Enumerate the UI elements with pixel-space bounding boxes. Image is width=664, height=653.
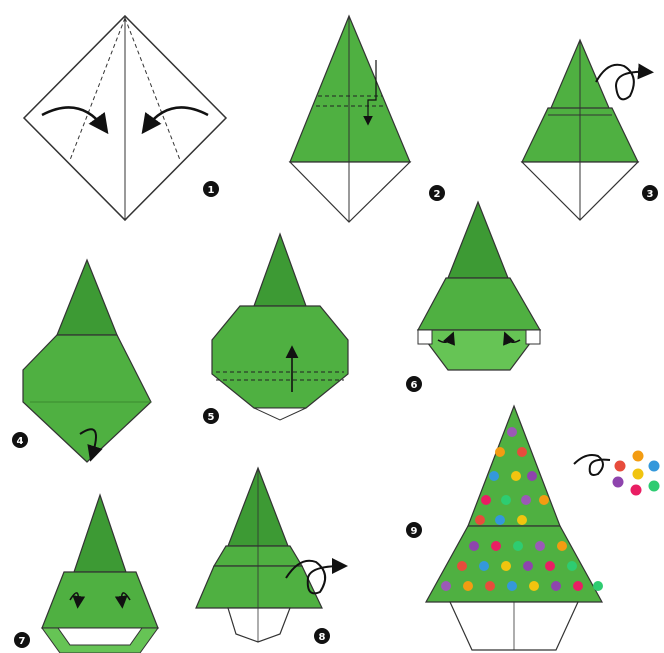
ornament-dot (551, 581, 561, 591)
ornament-dot (441, 581, 451, 591)
step-badge-8: 8 (314, 628, 330, 644)
palette-dot (615, 461, 626, 472)
ornament-dot (457, 561, 467, 571)
ornament-dot (567, 561, 577, 571)
ornament-dot (495, 447, 505, 457)
step-badge-3: 3 (642, 185, 658, 201)
step-6-paper (418, 202, 540, 370)
ornament-dot (539, 495, 549, 505)
ornament-dot (485, 581, 495, 591)
ornament-dot (535, 541, 545, 551)
step-badge-5: 5 (203, 408, 219, 424)
step-number: 2 (434, 189, 441, 200)
ornament-dot (463, 581, 473, 591)
palette-dot (649, 481, 660, 492)
step-badge-1: 1 (203, 181, 219, 197)
ornament-dot (545, 561, 555, 571)
palette-dot (633, 469, 644, 480)
ornament-palette (613, 451, 660, 496)
ornament-dot (517, 515, 527, 525)
ornament-dot (511, 471, 521, 481)
step-number: 6 (411, 380, 418, 391)
step-number: 7 (19, 636, 26, 647)
step-9-finished-tree (426, 406, 660, 650)
palette-dot (649, 461, 660, 472)
ornament-dot (517, 447, 527, 457)
ornament-dot (501, 495, 511, 505)
palette-dot (613, 477, 624, 488)
step-4-paper (23, 260, 151, 462)
ornament-dot (521, 495, 531, 505)
step-badge-9: 9 (406, 522, 422, 538)
ornament-dot (469, 541, 479, 551)
step-1-paper (24, 16, 226, 220)
step-7-paper (42, 495, 158, 653)
step-2-paper (290, 16, 410, 222)
ornament-dot (593, 581, 603, 591)
ornament-dot (557, 541, 567, 551)
step-number: 4 (17, 436, 24, 447)
step-3-paper (522, 40, 648, 220)
ornament-dot (529, 581, 539, 591)
step-badge-7: 7 (14, 632, 30, 648)
step-5-paper (212, 234, 348, 420)
turn-over-arrow-icon (596, 65, 648, 100)
step-number: 9 (411, 526, 418, 537)
ornament-dot (507, 581, 517, 591)
step-number: 5 (208, 412, 215, 423)
ornament-dot (527, 471, 537, 481)
decorate-arrow-icon (574, 455, 610, 475)
ornament-dot (573, 581, 583, 591)
ornament-dot (479, 561, 489, 571)
step-number: 1 (208, 185, 215, 196)
step-8-paper (196, 468, 342, 642)
ornament-dot (513, 541, 523, 551)
step-number: 8 (319, 632, 326, 643)
ornament-dot (481, 495, 491, 505)
ornament-dot (491, 541, 501, 551)
palette-dot (633, 451, 644, 462)
step-badge-2: 2 (429, 185, 445, 201)
ornament-dot (507, 427, 517, 437)
step-badge-4: 4 (12, 432, 28, 448)
ornament-dot (501, 561, 511, 571)
step-badge-6: 6 (406, 376, 422, 392)
step-number: 3 (647, 189, 654, 200)
ornament-dot (523, 561, 533, 571)
palette-dot (631, 485, 642, 496)
ornament-dot (475, 515, 485, 525)
ornament-dot (495, 515, 505, 525)
ornament-dot (489, 471, 499, 481)
